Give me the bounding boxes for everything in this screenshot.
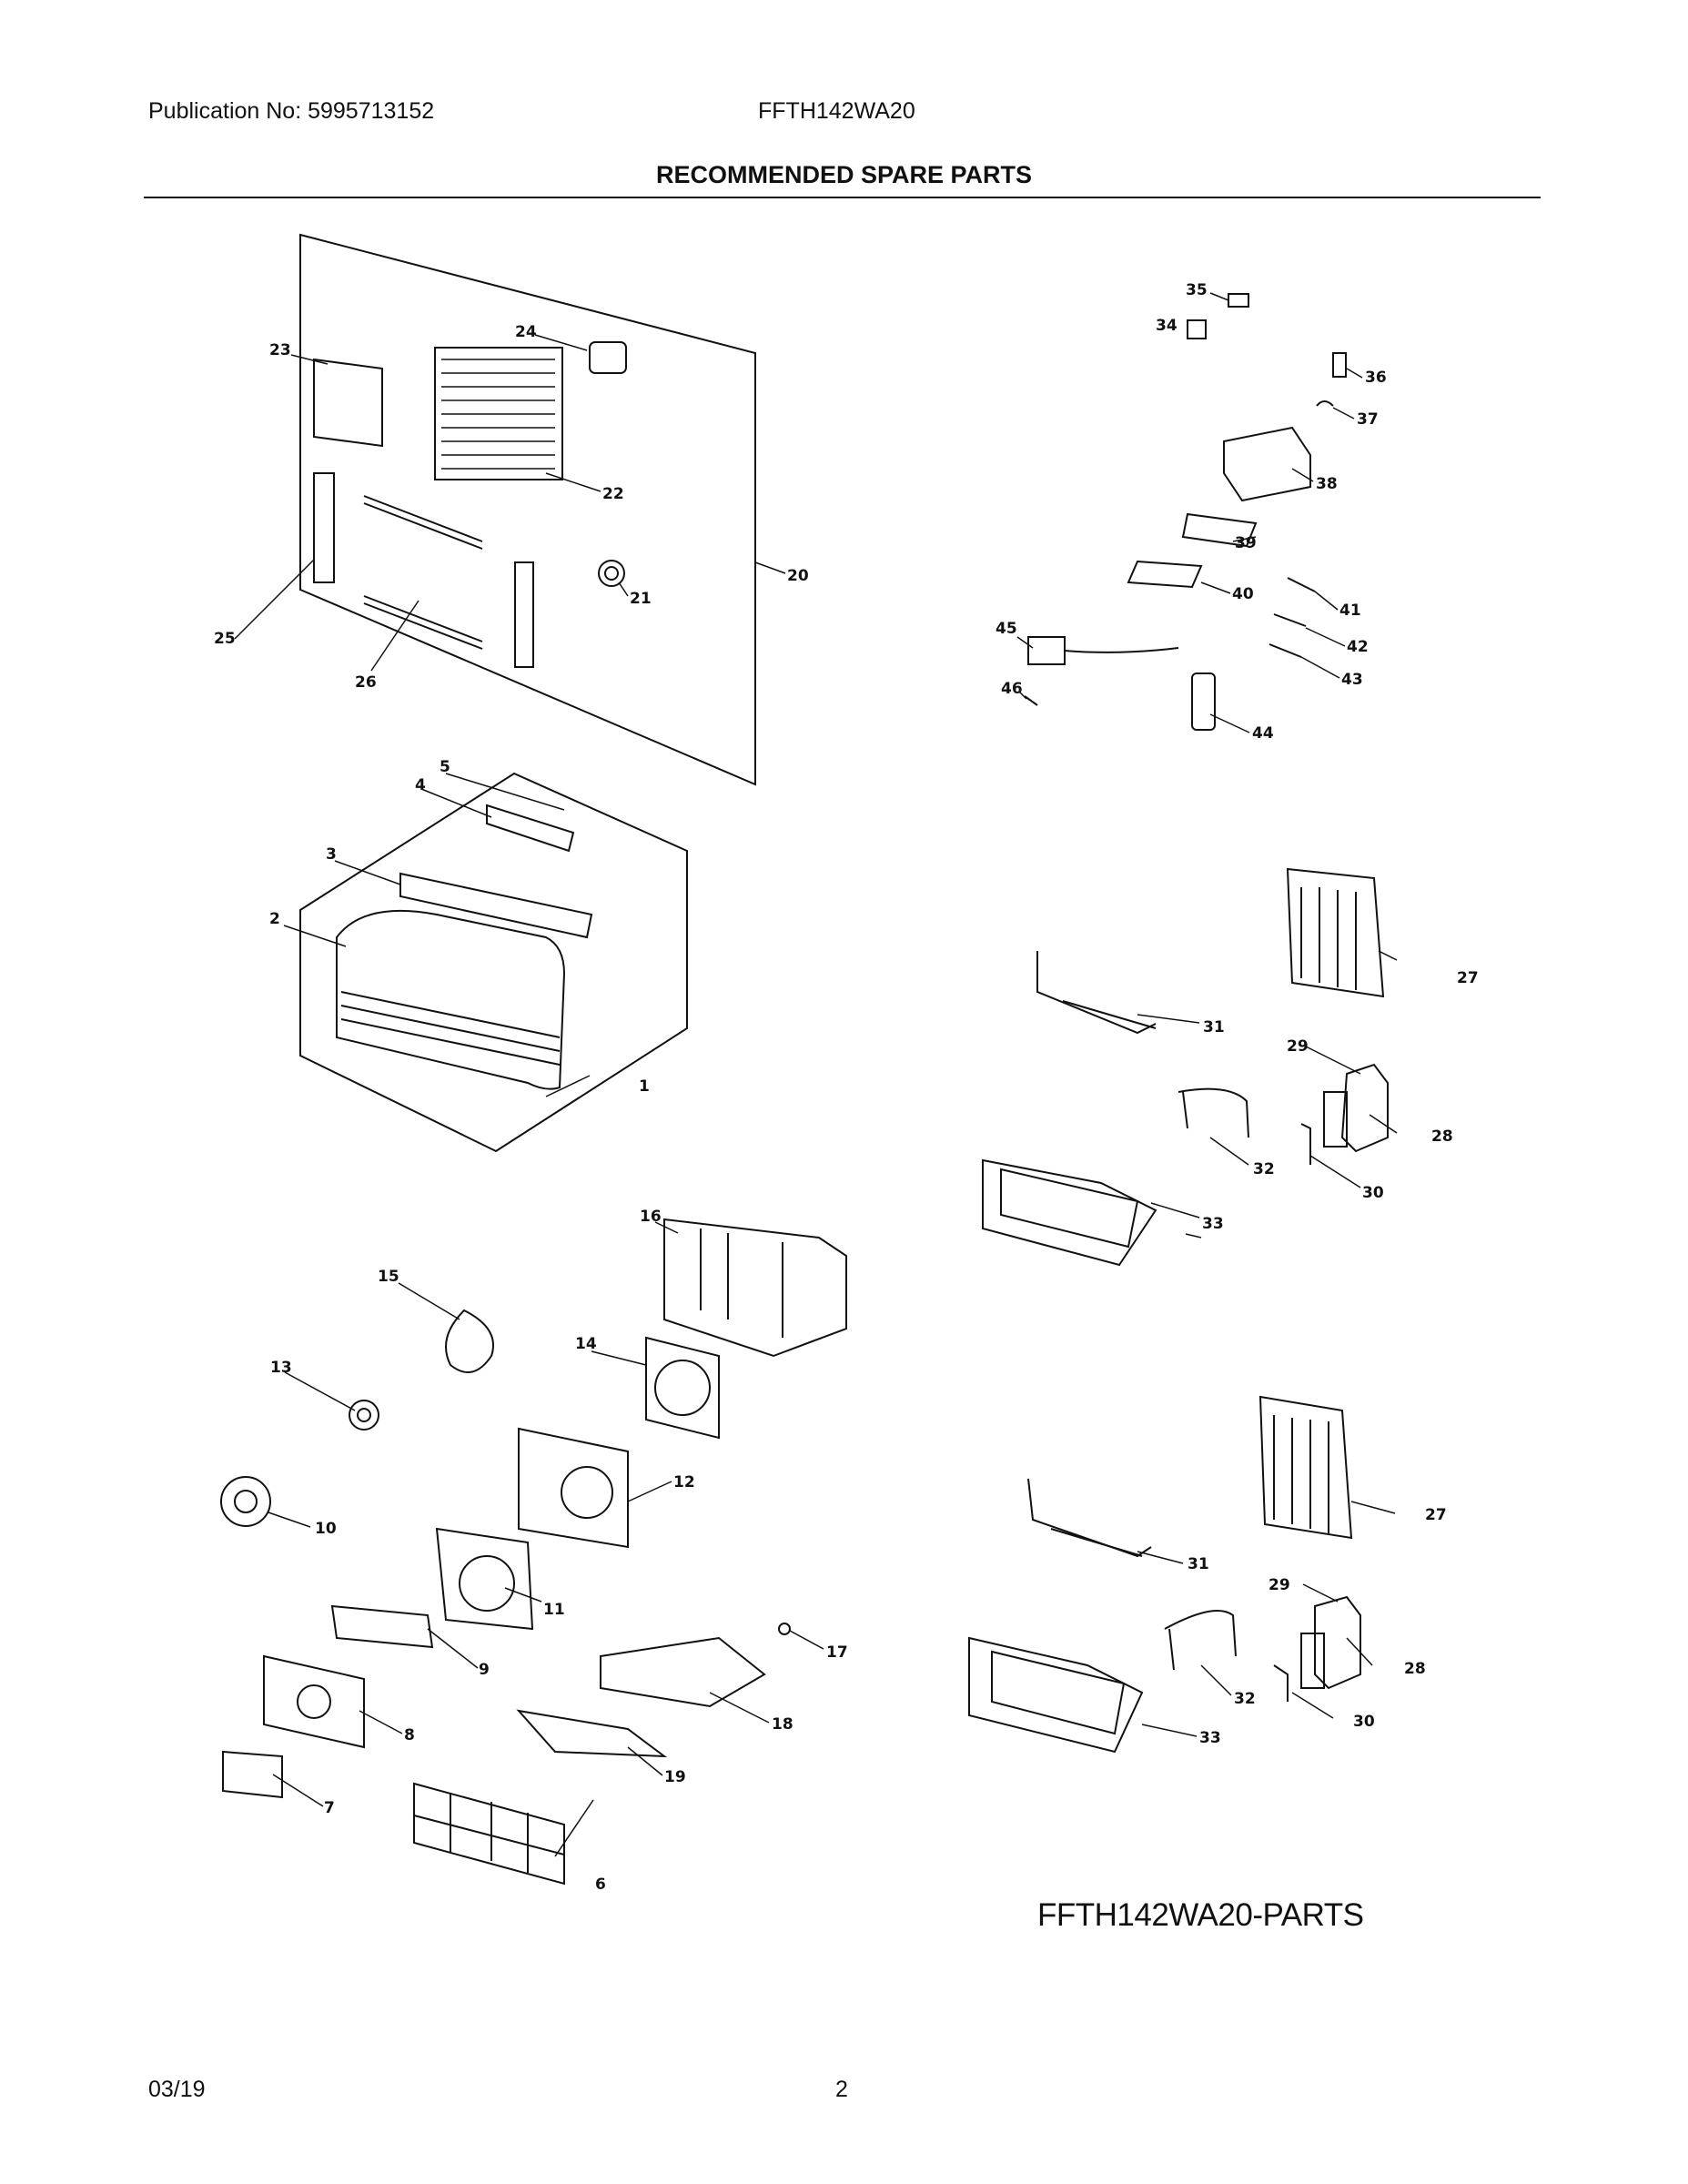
callout-41: 41 [1339,602,1361,620]
chassis-parts [220,1218,847,1886]
callout-37: 37 [1357,410,1379,429]
page-title: RECOMMENDED SPARE PARTS [655,161,1033,188]
callout-2: 2 [269,910,280,928]
callout-18: 18 [772,1715,793,1734]
electrical-parts [1024,293,1347,731]
callout-15: 15 [378,1268,399,1286]
model-number: FFTH142WA20 [758,98,915,124]
callout-16: 16 [640,1208,662,1226]
callout-10: 10 [315,1520,337,1538]
callout-6: 6 [595,1876,606,1894]
callout-8: 8 [404,1726,415,1744]
callout-13: 13 [270,1359,292,1377]
callout-27: 27 [1457,969,1479,987]
callout-30b: 30 [1353,1713,1375,1731]
callout-4: 4 [415,776,426,794]
callout-11: 11 [543,1601,565,1619]
callout-24: 24 [515,323,537,341]
front-grille-part [299,772,688,1153]
callout-44: 44 [1252,724,1274,743]
callout-21: 21 [630,590,652,608]
leader-lines [234,292,1398,1857]
callout-9: 9 [479,1661,490,1679]
callout-20: 20 [787,567,809,585]
callout-19: 19 [664,1768,686,1786]
callout-34: 34 [1156,317,1178,335]
callout-5: 5 [440,758,450,776]
callout-27b: 27 [1425,1506,1447,1524]
callout-12: 12 [673,1473,695,1491]
callout-17: 17 [826,1643,848,1662]
callout-36: 36 [1365,369,1387,387]
callout-31: 31 [1203,1018,1225,1036]
sealed-system-upper [982,867,1389,1267]
callout-33b: 33 [1199,1729,1221,1747]
callout-35: 35 [1186,281,1208,299]
callout-45: 45 [996,620,1017,638]
callout-23: 23 [269,341,291,359]
callout-46: 46 [1001,680,1023,698]
callout-32b: 32 [1234,1690,1256,1708]
publication-number: Publication No: 5995713152 [148,98,435,124]
callout-28: 28 [1431,1127,1453,1146]
callout-3: 3 [326,845,337,864]
callout-39: 39 [1235,534,1257,552]
callout-33: 33 [1202,1215,1224,1233]
callout-32: 32 [1253,1160,1275,1178]
header-rule [144,197,1541,198]
accessory-sheet-part [299,233,756,786]
callout-42: 42 [1347,638,1369,656]
callout-1: 1 [639,1077,650,1096]
callout-28b: 28 [1404,1660,1426,1678]
callout-30: 30 [1362,1184,1384,1202]
callout-25: 25 [214,630,236,648]
footer-date: 03/19 [148,2077,206,2102]
page-number: 2 [835,2077,848,2102]
callout-38: 38 [1316,475,1338,493]
callout-29: 29 [1287,1037,1309,1056]
callout-29b: 29 [1269,1576,1290,1594]
callout-31b: 31 [1188,1555,1209,1573]
callout-40: 40 [1232,585,1254,603]
callout-14: 14 [575,1335,597,1353]
callout-22: 22 [602,485,624,503]
callout-7: 7 [324,1799,335,1817]
figure-name: FFTH142WA20-PARTS [1037,1897,1364,1933]
sealed-system-lower [968,1395,1361,1754]
callout-26: 26 [355,673,377,692]
callout-43: 43 [1341,671,1363,689]
callout-labels: 23 24 22 21 20 25 26 5 4 3 2 1 16 15 14 … [214,281,1479,1894]
